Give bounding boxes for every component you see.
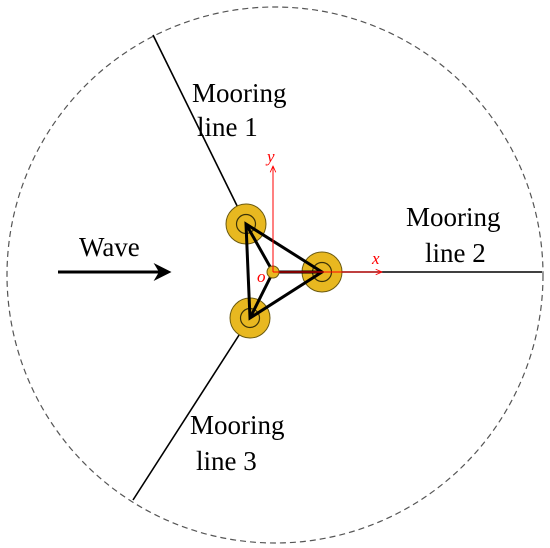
mooring-line-1 [152, 34, 247, 225]
y-axis-label: y [265, 147, 275, 166]
x-axis-label: x [371, 249, 380, 268]
mooring-line-3 [132, 317, 251, 501]
origin-label: o [257, 267, 266, 286]
mooring-line-3-label-line1: Mooring [190, 410, 285, 440]
wave-label: Wave [79, 232, 140, 262]
mooring-line-2-label-line2: line 2 [425, 238, 486, 268]
mooring-line-2-label-line1: Mooring [406, 202, 501, 232]
mooring-line-1-label-line1: Mooring [192, 78, 287, 108]
mooring-line-3-label-line2: line 3 [196, 446, 257, 476]
boundary-circle [6, 6, 544, 544]
mooring-line-1-label-line2: line 1 [197, 112, 258, 142]
